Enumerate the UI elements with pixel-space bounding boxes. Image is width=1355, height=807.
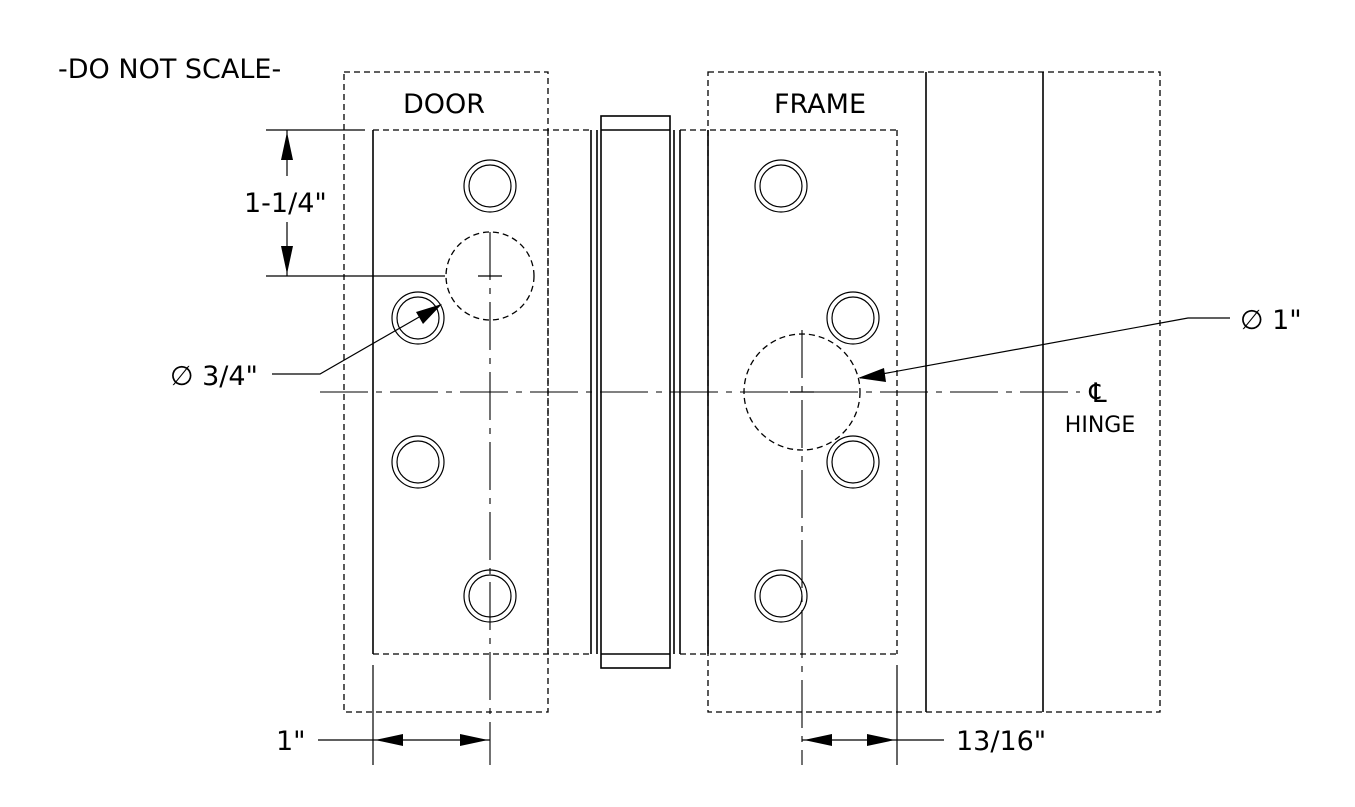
frame-screw-hole-3 <box>826 435 880 489</box>
door-hole-leader-arrow <box>416 304 442 324</box>
door-screw-hole-1 <box>463 159 517 213</box>
dim-door-arrow-left <box>375 734 403 746</box>
frame-screw-hole-1 <box>754 159 808 213</box>
door-screw-hole-2 <box>391 291 445 345</box>
frame-hole-diameter: ∅ 1" <box>1240 305 1302 336</box>
frame-label: FRAME <box>774 89 866 120</box>
dim-door-arrow-right <box>460 734 488 746</box>
centerline-symbol: ℄ <box>1088 378 1107 409</box>
door-cutout-hole <box>445 231 535 321</box>
dim-frame-edge-offset: 13/16" <box>956 726 1046 757</box>
centerline-label: HINGE <box>1065 413 1135 438</box>
dim-top-offset: 1-1/4" <box>244 188 327 219</box>
frame-hole-leader-arrow <box>858 368 886 382</box>
dim-frame-arrow-right <box>867 734 895 746</box>
frame-screw-hole-4 <box>754 569 808 623</box>
dim-door-edge-offset: 1" <box>276 726 306 757</box>
door-hole-diameter: ∅ 3/4" <box>170 361 258 392</box>
dim-top-arrow-down <box>281 246 293 274</box>
frame-hole-leader <box>859 317 1230 379</box>
dim-top-arrow-up <box>281 132 293 160</box>
door-hole-leader <box>272 304 441 375</box>
do-not-scale-note: -DO NOT SCALE- <box>58 54 281 85</box>
door-label: DOOR <box>403 89 485 120</box>
door-screw-hole-3 <box>391 435 445 489</box>
dim-frame-arrow-left <box>804 734 832 746</box>
frame-screw-hole-2 <box>826 291 880 345</box>
